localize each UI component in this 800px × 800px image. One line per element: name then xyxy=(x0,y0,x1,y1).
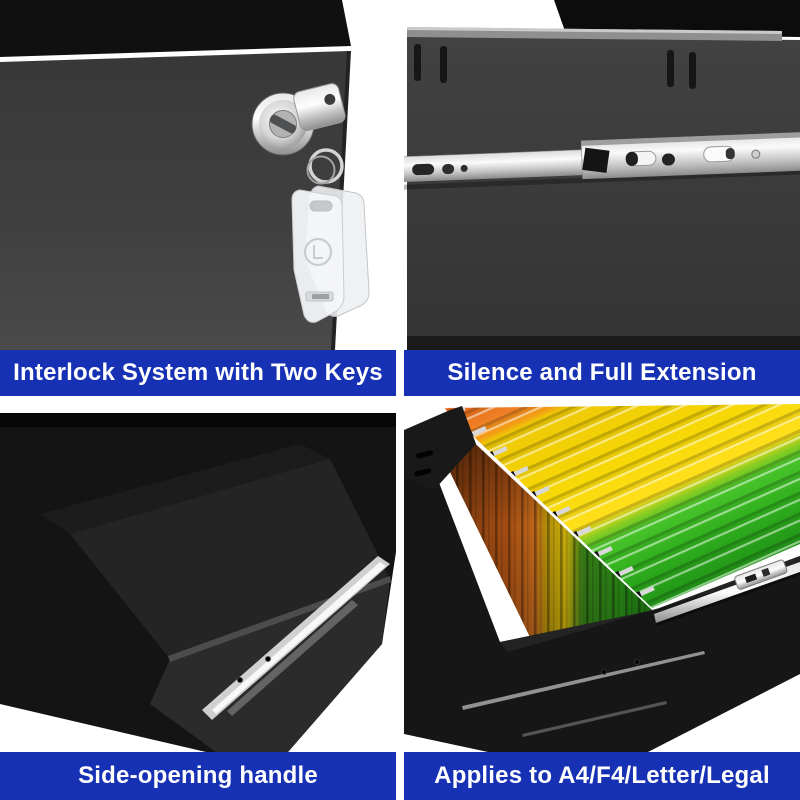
cabinet-top-edge xyxy=(554,0,800,37)
drawer-photo xyxy=(0,404,396,752)
rail-latch xyxy=(582,147,610,173)
key xyxy=(293,83,346,132)
key-ring-icon xyxy=(306,148,344,185)
chrome-rail xyxy=(202,556,390,720)
screw xyxy=(237,677,243,683)
key-covers xyxy=(291,185,370,323)
cabinet-interior-shadow xyxy=(0,413,396,427)
caption-extension: Silence and Full Extension xyxy=(404,350,800,396)
chrome-rail xyxy=(462,559,800,737)
lock-photo xyxy=(0,0,396,350)
drawer-interior-bottom xyxy=(70,459,390,659)
panel-top-highlight xyxy=(407,27,782,34)
rail-photo xyxy=(404,0,800,350)
rail-photo-art xyxy=(404,0,800,350)
panel-interlock: Interlock System with Two Keys xyxy=(0,0,396,396)
screw xyxy=(265,656,271,662)
caption-paper-sizes-text: Applies to A4/F4/Letter/Legal xyxy=(434,762,770,789)
folders-photo-art xyxy=(404,404,800,752)
screw xyxy=(601,669,607,675)
drawer-side-panel xyxy=(407,36,800,338)
caption-extension-text: Silence and Full Extension xyxy=(447,359,757,386)
lock-cylinder xyxy=(251,92,315,156)
screw xyxy=(634,659,640,665)
front-wall-rim xyxy=(500,556,800,652)
caption-paper-sizes: Applies to A4/F4/Letter/Legal xyxy=(404,752,800,800)
folders-photo xyxy=(404,404,800,752)
slide-rail xyxy=(404,132,800,190)
panel-paper-sizes: Applies to A4/F4/Letter/Legal xyxy=(404,404,800,800)
drawer-slots xyxy=(414,44,696,89)
caption-interlock-text: Interlock System with Two Keys xyxy=(13,359,383,386)
cabinet-top xyxy=(0,0,351,57)
panel-handle: Side-opening handle xyxy=(0,404,396,800)
panel-bottom-shadow xyxy=(407,336,800,350)
drawer-back-corner xyxy=(404,406,476,490)
drawer-back-wall xyxy=(40,444,330,534)
corner-slots xyxy=(414,450,434,477)
panel-extension: Silence and Full Extension xyxy=(404,0,800,396)
caption-handle: Side-opening handle xyxy=(0,752,396,800)
lock-photo-art xyxy=(0,0,396,350)
caption-interlock: Interlock System with Two Keys xyxy=(0,350,396,396)
drawer-walls xyxy=(404,468,800,752)
drawer-photo-art xyxy=(0,404,396,752)
caption-handle-text: Side-opening handle xyxy=(78,762,318,789)
